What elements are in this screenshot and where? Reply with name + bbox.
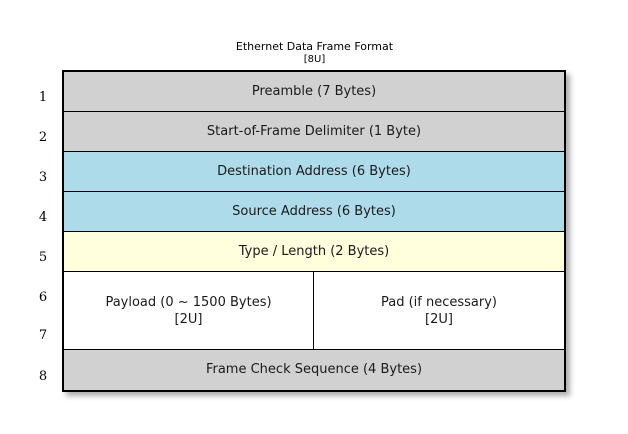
ethernet-frame-box: Preamble (7 Bytes) Start-of-Frame Delimi…: [62, 70, 566, 392]
frame-field-pad: Pad (if necessary) [2U]: [314, 272, 564, 349]
frame-field-destination-address-label: Destination Address (6 Bytes): [217, 163, 411, 179]
row-number-3: 3: [38, 170, 48, 185]
row-number-4: 4: [38, 210, 48, 225]
row-number-5: 5: [38, 250, 48, 265]
row-number-gutter: 1 2 3 4 5 6 7 8: [30, 70, 56, 392]
frame-field-preamble-label: Preamble (7 Bytes): [251, 83, 377, 99]
frame-field-payload-text: Payload (0 ~ 1500 Bytes) [2U]: [105, 294, 271, 328]
frame-field-payload-label: Payload (0 ~ 1500 Bytes): [105, 294, 272, 310]
row-number-2: 2: [38, 130, 48, 145]
frame-field-payload: Payload (0 ~ 1500 Bytes) [2U]: [64, 272, 314, 349]
frame-field-pad-note: [2U]: [425, 311, 453, 327]
row-number-8: 8: [38, 369, 48, 384]
row-number-7: 7: [38, 328, 48, 343]
page-title-note: [8U]: [303, 54, 326, 65]
frame-field-payload-pad: Payload (0 ~ 1500 Bytes) [2U] Pad (if ne…: [64, 272, 564, 350]
frame-field-destination-address: Destination Address (6 Bytes): [64, 152, 564, 192]
frame-field-source-address: Source Address (6 Bytes): [64, 192, 564, 232]
diagram-title-block: Ethernet Data Frame Format [8U]: [62, 40, 567, 66]
frame-field-pad-label: Pad (if necessary): [380, 294, 497, 310]
frame-field-preamble: Preamble (7 Bytes): [64, 72, 564, 112]
frame-field-sfd: Start-of-Frame Delimiter (1 Byte): [64, 112, 564, 152]
frame-field-sfd-label: Start-of-Frame Delimiter (1 Byte): [206, 123, 422, 139]
frame-field-pad-text: Pad (if necessary) [2U]: [381, 294, 497, 328]
page-title: Ethernet Data Frame Format: [235, 40, 394, 53]
frame-field-frame-check-sequence: Frame Check Sequence (4 Bytes): [64, 350, 564, 390]
row-number-6: 6: [38, 290, 48, 305]
frame-field-frame-check-sequence-label: Frame Check Sequence (4 Bytes): [205, 362, 423, 377]
row-number-1: 1: [38, 90, 48, 105]
frame-field-payload-note: [2U]: [174, 311, 203, 327]
frame-field-type-length-label: Type / Length (2 Bytes): [238, 243, 390, 259]
frame-field-type-length: Type / Length (2 Bytes): [64, 232, 564, 272]
frame-field-source-address-label: Source Address (6 Bytes): [232, 203, 396, 219]
